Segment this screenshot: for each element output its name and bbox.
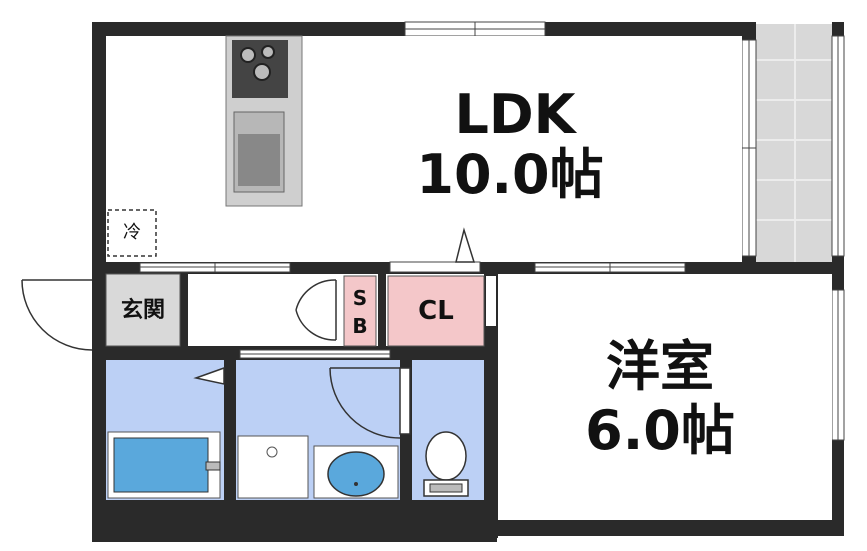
entrance-floor xyxy=(105,273,181,347)
toilet-door-swing xyxy=(329,367,411,439)
toilet xyxy=(423,431,469,497)
western-name: 洋室 xyxy=(606,335,714,398)
western-size: 6.0帖 xyxy=(585,399,735,462)
storage-label-s: S xyxy=(352,286,368,310)
entrance-door xyxy=(21,279,93,351)
bathtub xyxy=(107,431,221,499)
window-right xyxy=(831,35,845,441)
fridge-label: 冷 xyxy=(123,222,141,243)
ldk-door xyxy=(455,227,476,263)
window-top xyxy=(404,21,546,37)
bathroom-door xyxy=(193,366,225,385)
kitchen-counter xyxy=(225,35,303,207)
ldk-name: LDK xyxy=(454,83,576,146)
western-room-floor xyxy=(498,274,832,520)
closet xyxy=(387,275,485,347)
ldk-floor xyxy=(106,36,742,262)
washing-machine-pan xyxy=(237,435,309,499)
storage-sb xyxy=(343,275,377,347)
hallway-door xyxy=(295,279,337,341)
balcony-door xyxy=(741,39,757,257)
western-room-door xyxy=(486,276,496,326)
storage-label-b: B xyxy=(352,314,368,338)
ldk-size: 10.0帖 xyxy=(416,143,604,206)
closet-label: CL xyxy=(418,296,454,326)
fridge-space xyxy=(107,209,157,257)
hallway-floor xyxy=(188,274,336,346)
wash-basin xyxy=(313,445,399,499)
entrance-label: 玄関 xyxy=(120,298,165,323)
ldk-sliding-door xyxy=(139,261,686,273)
washroom-door xyxy=(239,349,391,359)
balcony xyxy=(752,24,838,264)
